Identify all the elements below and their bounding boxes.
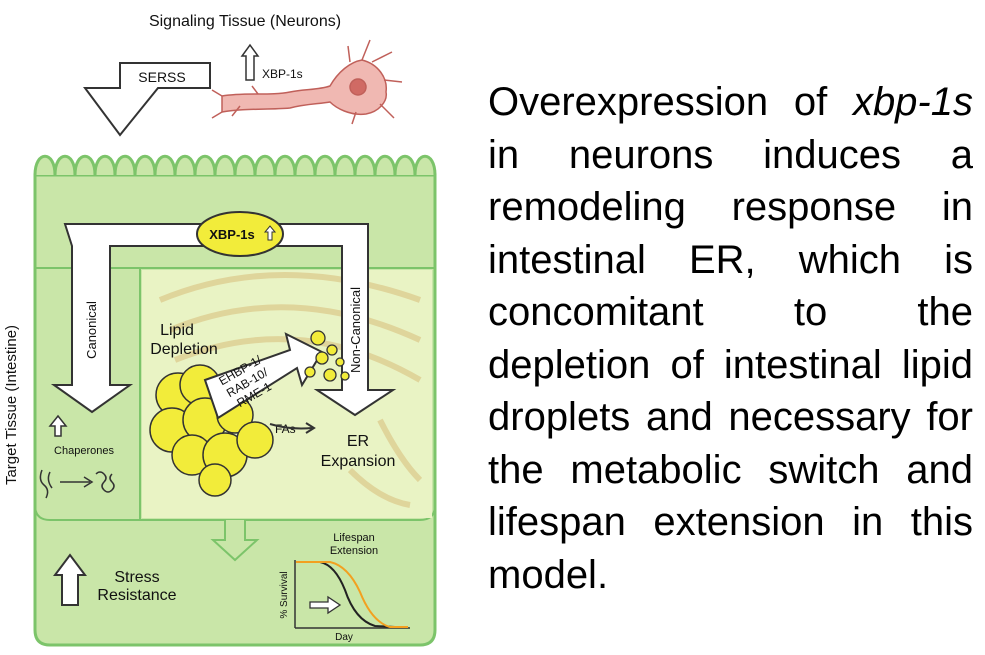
xbp-center-label: XBP-1s: [209, 227, 255, 242]
stress-line2: Resistance: [97, 587, 176, 604]
chaperones-label: Chaperones: [54, 445, 114, 457]
xbp-center-node: [196, 211, 284, 257]
caption-part2: in neurons induces a remodeling response…: [488, 132, 973, 597]
lipid-line1: Lipid: [160, 322, 194, 339]
survival-curve-control: [296, 561, 396, 628]
caption-text: Overexpression of xbp-1s in neurons indu…: [488, 76, 973, 601]
small-droplets-icon: [304, 330, 350, 382]
lifespan-line1: Lifespan: [333, 532, 375, 544]
diagram: Signaling Tissue (Neurons) SERSS XBP-1s …: [3, 13, 437, 647]
lifespan-line2: Extension: [330, 545, 378, 557]
day-axis-label: Day: [335, 632, 353, 643]
lipid-line2: Depletion: [150, 341, 218, 358]
down-arrow: [210, 520, 260, 562]
xbp-center-up-icon: [263, 225, 277, 241]
target-tissue-label: Target Tissue (Intestine): [3, 325, 20, 485]
fas-arrow-icon: [269, 423, 313, 430]
xbp-top-label: XBP-1s: [262, 67, 303, 81]
protein-folding-icon: [39, 469, 115, 499]
survival-curve-treated: [296, 561, 408, 628]
er-line1: ER: [347, 433, 369, 450]
survival-axis-label: % Survival: [279, 571, 290, 618]
stress-line1: Stress: [114, 569, 159, 586]
non-canonical-label: Non-Canonical: [348, 287, 363, 373]
neuron-icon: [211, 39, 403, 125]
stress-up-arrow-icon: [53, 553, 87, 606]
caption-italic: xbp-1s: [852, 80, 973, 124]
serss-label: SERSS: [138, 69, 185, 85]
serss-arrow: [83, 62, 211, 137]
survival-plot: [294, 560, 410, 629]
signaling-tissue-title: Signaling Tissue (Neurons): [149, 13, 341, 30]
shift-arrow-icon: [309, 595, 342, 615]
canonical-label: Canonical: [84, 301, 99, 359]
chaperone-up-icon: [48, 414, 68, 437]
xbp-up-arrow-icon: [240, 43, 260, 81]
er-line2: Expansion: [321, 453, 396, 470]
caption-part1: Overexpression of: [488, 80, 853, 124]
